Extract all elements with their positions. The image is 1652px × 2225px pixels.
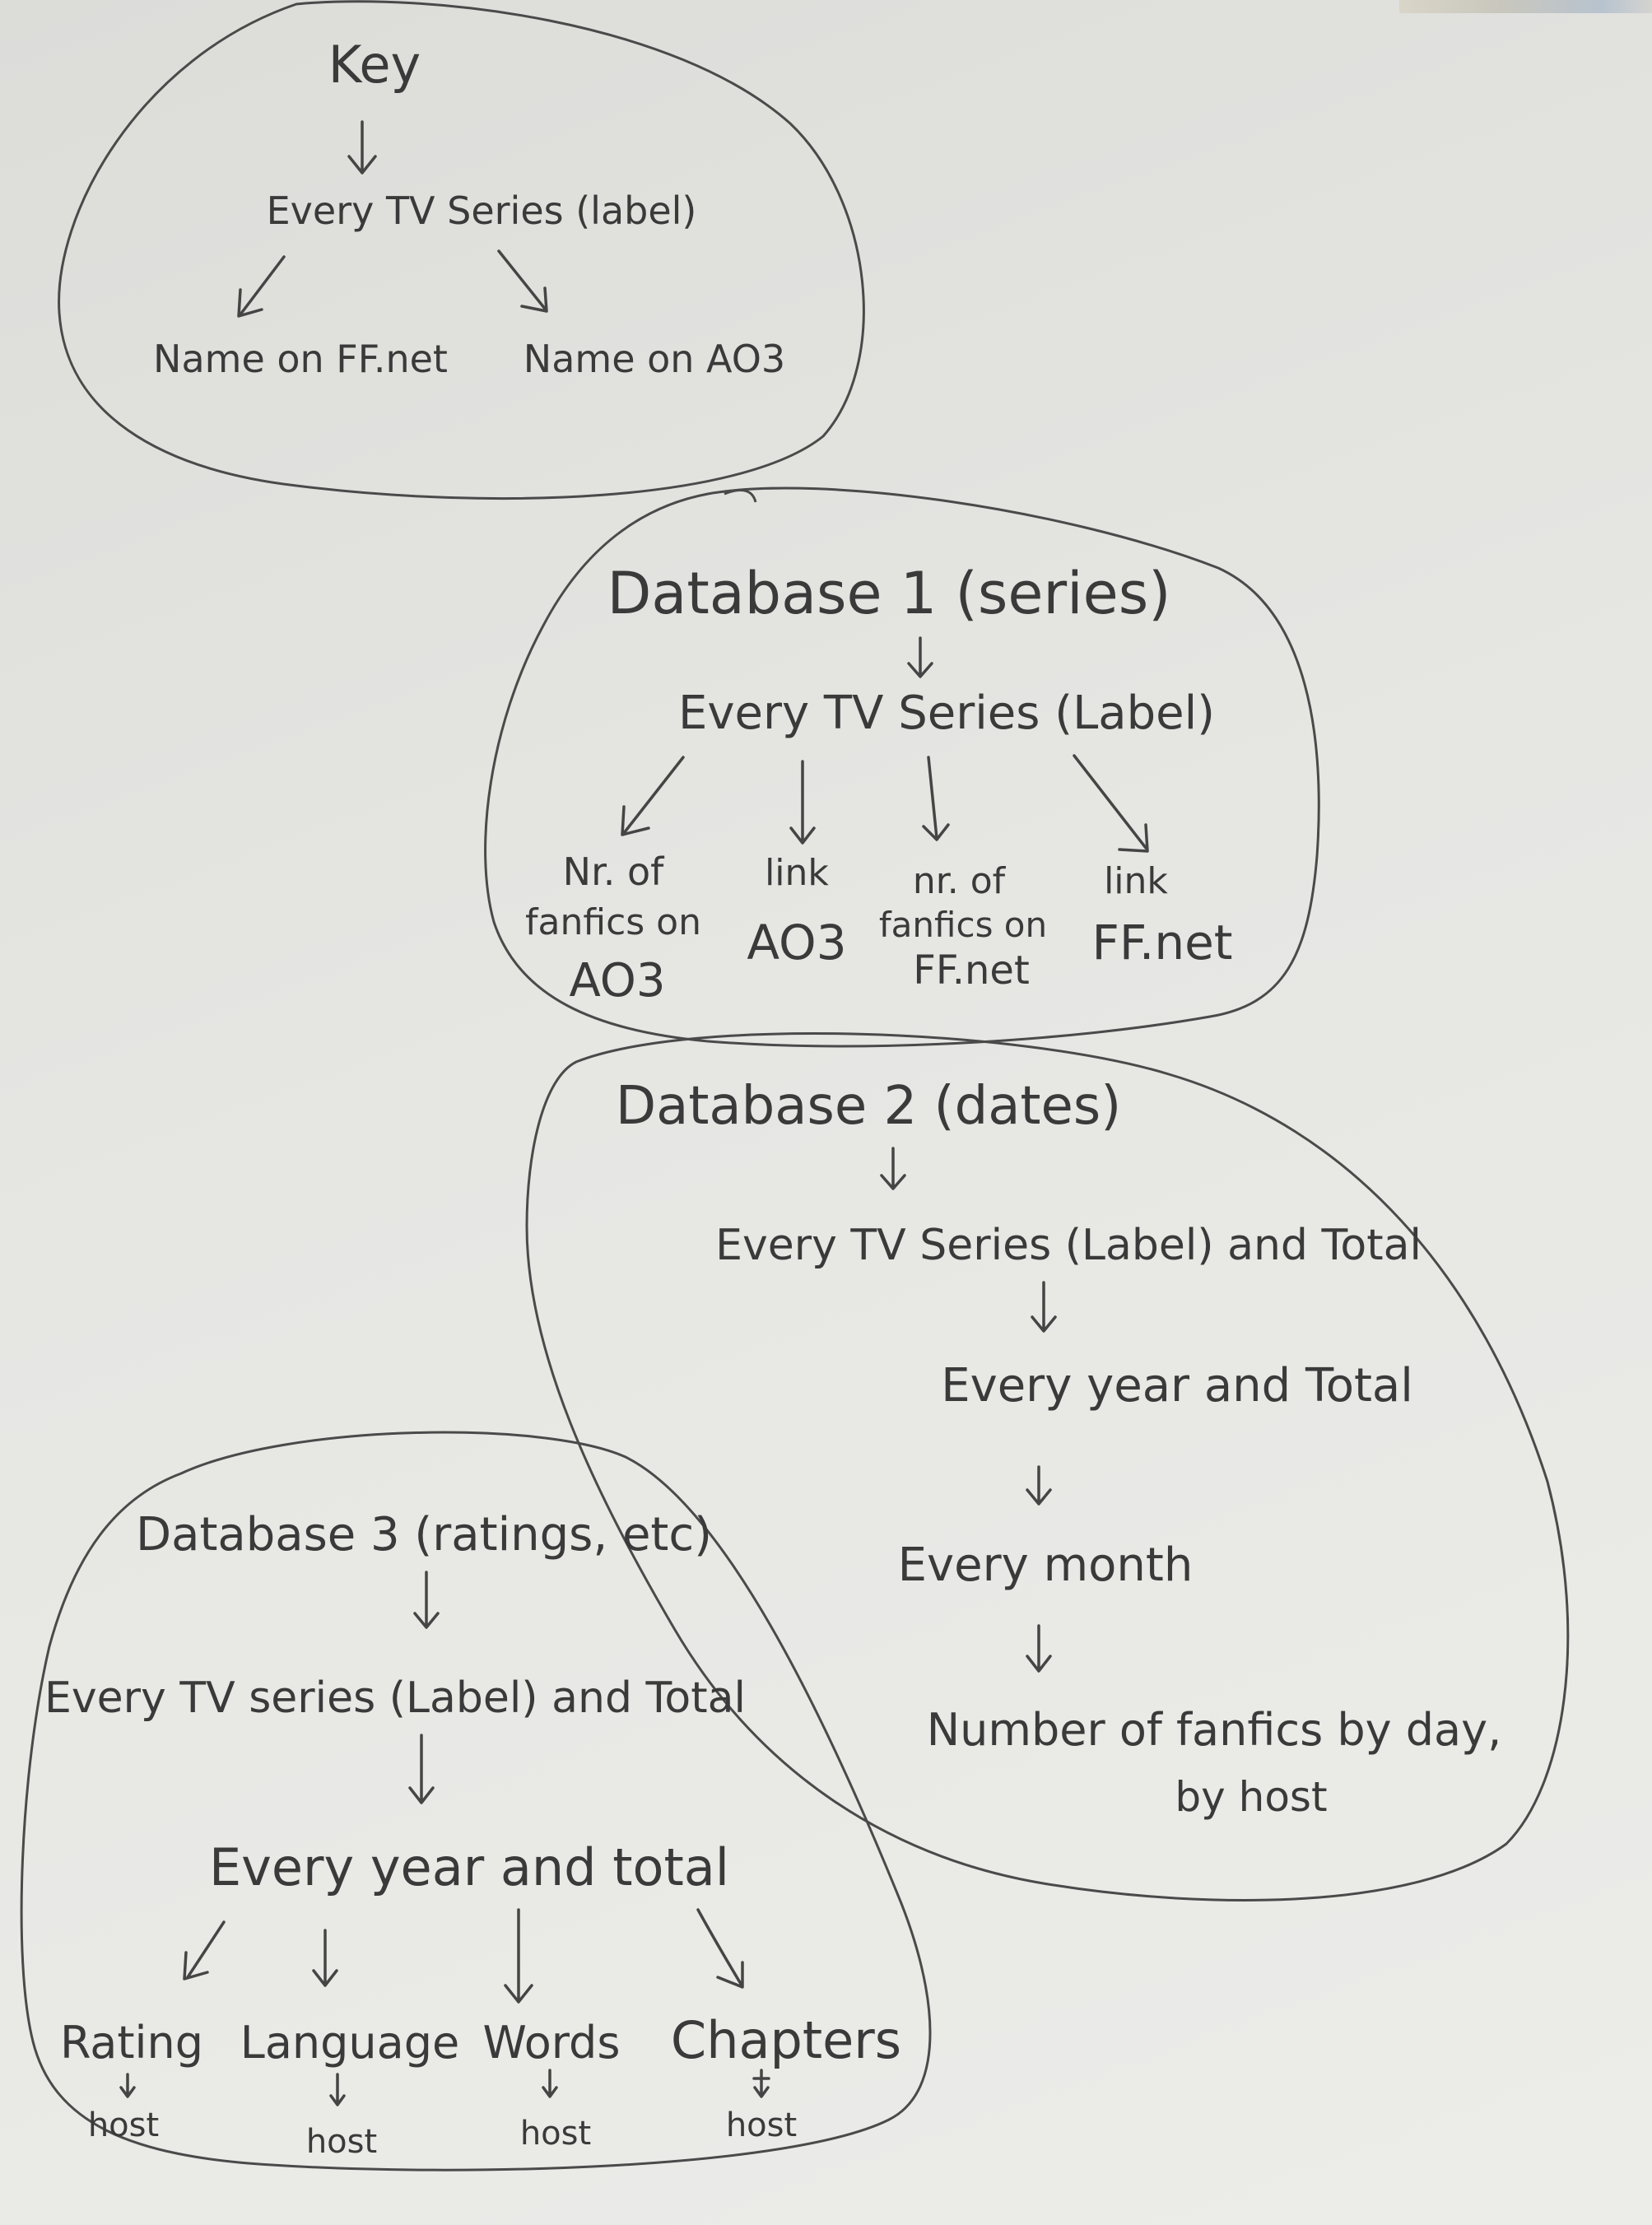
db1-leaf-3-line-2: fanfics on [879, 905, 1047, 945]
key-outline [58, 0, 865, 500]
key-root-label: Every TV Series (label) [267, 189, 697, 233]
key-group: Key Every TV Series (label) Name on FF.n… [58, 0, 865, 500]
db1-arrow-root [907, 636, 933, 678]
db3-arrow-leaf-1 [183, 1920, 226, 1981]
database-2-title: Database 2 (dates) [616, 1076, 1121, 1137]
db3-leaf-chapters: Chapters [671, 2010, 901, 2070]
database-3-title: Database 3 (ratings, etc) [136, 1508, 712, 1562]
db2-level-2-label: Every year and Total [941, 1359, 1413, 1413]
db1-leaf-1-line-3: AO3 [569, 954, 665, 1008]
db3-sub-arrow-2 [329, 2073, 346, 2106]
database-1-group: Database 1 (series) Every TV Series (Lab… [484, 486, 1320, 1048]
db2-arrow-3 [1026, 1465, 1052, 1506]
db3-leaf-language-host: host [306, 2123, 377, 2161]
db2-leaf-line-1: Number of fanfics by day, [927, 1704, 1502, 1756]
db1-arrow-leaf-1 [621, 756, 685, 836]
db2-level-1-label: Every TV Series (Label) and Total [715, 1221, 1422, 1270]
database-1-outline-tick [724, 489, 757, 503]
db3-leaf-language: Language [240, 2017, 460, 2069]
db2-leaf-line-2: by host [1175, 1773, 1327, 1821]
db1-leaf-2-line-1: link [765, 852, 829, 894]
db3-leaf-words-host: host [520, 2115, 591, 2153]
db1-leaf-3-line-3: FF.net [913, 947, 1030, 994]
db1-leaf-4-line-1: link [1104, 860, 1168, 902]
db3-arrow-1 [413, 1571, 440, 1629]
db2-level-3-label: Every month [898, 1538, 1194, 1592]
db3-leaf-rating-host: host [88, 2106, 159, 2144]
db3-arrow-leaf-4 [696, 1908, 744, 1989]
db2-arrow-2 [1031, 1281, 1057, 1333]
key-arrow-down [347, 120, 377, 175]
db2-arrow-4 [1026, 1624, 1052, 1673]
db3-leaf-words: Words [483, 2017, 621, 2069]
db1-root-label: Every TV Series (Label) [678, 687, 1215, 740]
key-leaf-ffnet: Name on FF.net [153, 337, 448, 381]
db1-leaf-1-line-1: Nr. of [563, 850, 665, 894]
database-3-group: Database 3 (ratings, etc) Every TV serie… [20, 1431, 932, 2171]
db1-leaf-4-line-2: FF.net [1091, 915, 1232, 971]
db2-arrow-1 [880, 1147, 906, 1190]
db1-arrow-leaf-2 [789, 760, 816, 845]
db1-leaf-2-line-2: AO3 [747, 915, 846, 971]
key-arrow-right [497, 249, 548, 313]
key-title: Key [328, 35, 421, 95]
db3-level-1-label: Every TV series (Label) and Total [44, 1673, 746, 1723]
key-arrow-left [237, 255, 286, 318]
db1-arrow-leaf-3 [922, 756, 950, 841]
key-leaf-ao3: Name on AO3 [524, 337, 785, 381]
db3-arrow-leaf-3 [504, 1908, 533, 2004]
db3-arrow-leaf-2 [312, 1929, 338, 1987]
database-1-title: Database 1 (series) [607, 560, 1171, 627]
db3-arrow-2 [408, 1734, 435, 1804]
database-2-group: Database 2 (dates) Every TV Series (Labe… [525, 1031, 1570, 1901]
db3-sub-arrow-1 [119, 2073, 136, 2098]
db1-leaf-1-line-2: fanfics on [525, 901, 701, 943]
db3-leaf-chapters-host: host [726, 2106, 797, 2144]
db3-sub-arrow-3 [542, 2069, 558, 2098]
db3-leaf-rating: Rating [60, 2017, 203, 2069]
db3-level-2-label: Every year and total [209, 1837, 729, 1897]
background-object-strip [1399, 0, 1652, 13]
database-2-outline [525, 1031, 1570, 1901]
db1-leaf-3-line-1: nr. of [913, 860, 1007, 902]
db1-arrow-leaf-4 [1073, 754, 1149, 853]
database-3-outline [20, 1431, 932, 2171]
database-1-outline [484, 486, 1320, 1048]
db3-sub-arrow-4 [752, 2069, 770, 2098]
